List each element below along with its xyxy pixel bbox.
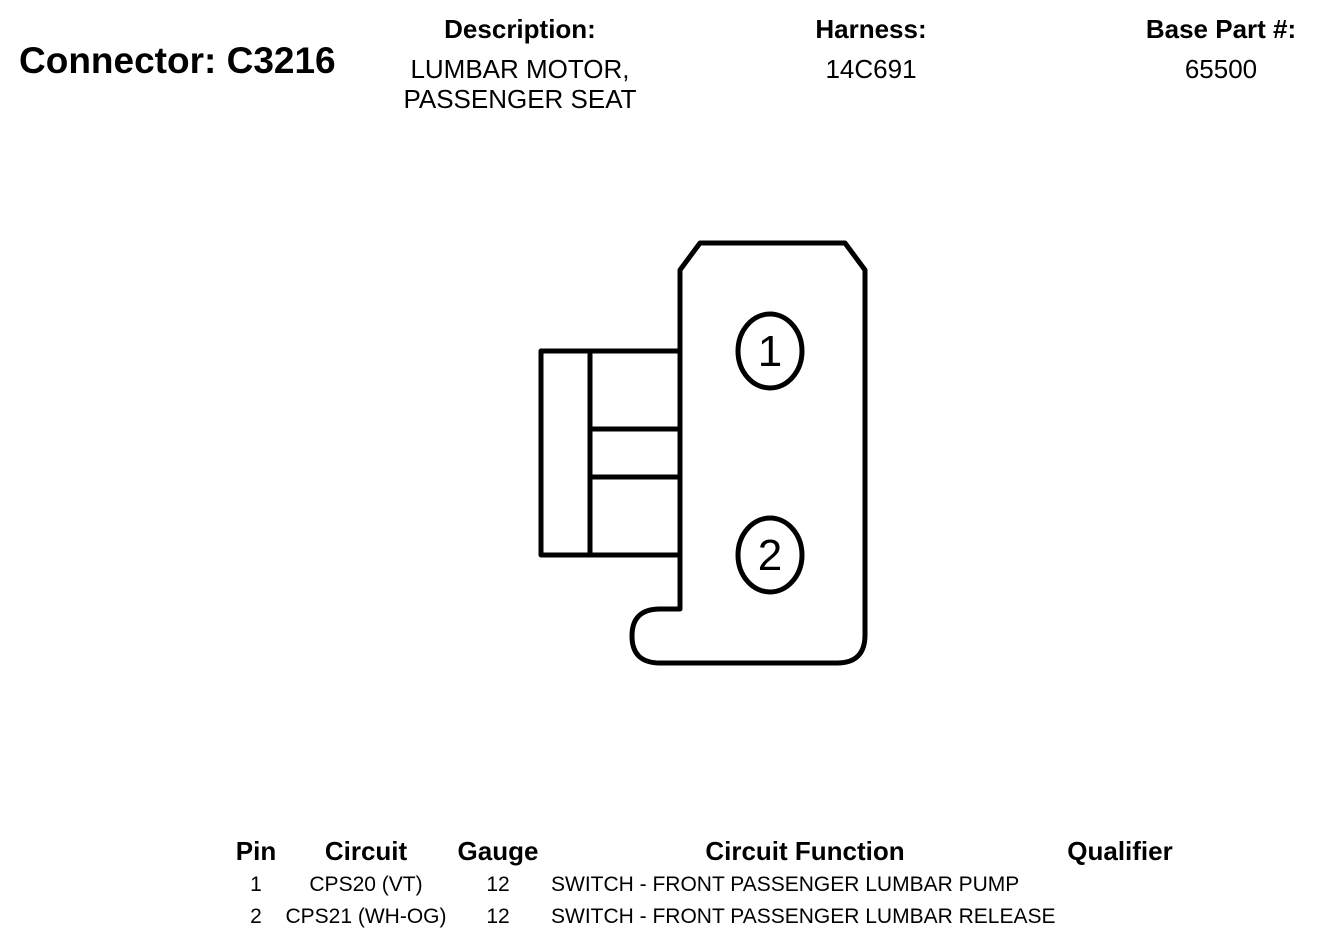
table-header-pin: Pin	[235, 836, 277, 866]
pin-2-cavity	[735, 515, 805, 595]
harness-label: Harness:	[815, 14, 927, 44]
table-header-gauge: Gauge	[457, 836, 539, 866]
table-row-2-function: SWITCH - FRONT PASSENGER LUMBAR RELEASE	[551, 905, 1056, 928]
pin-2-label: 2	[758, 531, 782, 580]
pin-1-label: 1	[758, 327, 782, 376]
table-row-1-function: SWITCH - FRONT PASSENGER LUMBAR PUMP	[551, 873, 1020, 896]
connector-title: Connector: C3216	[19, 40, 336, 81]
table-header-circuit: Circuit	[324, 836, 408, 866]
description-label: Description:	[444, 14, 596, 44]
table-row-2-pin: 2	[250, 905, 262, 928]
table-header-function: Circuit Function	[705, 836, 905, 866]
base-part-value: 65500	[1184, 54, 1258, 84]
table-row-1-circuit: CPS20 (VT)	[309, 873, 423, 896]
table-row-1-gauge: 12	[486, 873, 510, 896]
table-row-1-pin: 1	[250, 873, 262, 896]
base-part-label: Base Part #:	[1145, 14, 1297, 44]
table-row-2-circuit: CPS21 (WH-OG)	[285, 905, 447, 928]
pin-1-cavity	[735, 311, 805, 391]
connector-latch	[538, 348, 593, 558]
table-row-2-gauge: 12	[486, 905, 510, 928]
table-header-qualifier: Qualifier	[1067, 836, 1173, 866]
description-value: LUMBAR MOTOR, PASSENGER SEAT	[403, 54, 637, 114]
connector-body	[629, 240, 868, 666]
harness-value: 14C691	[825, 54, 917, 84]
